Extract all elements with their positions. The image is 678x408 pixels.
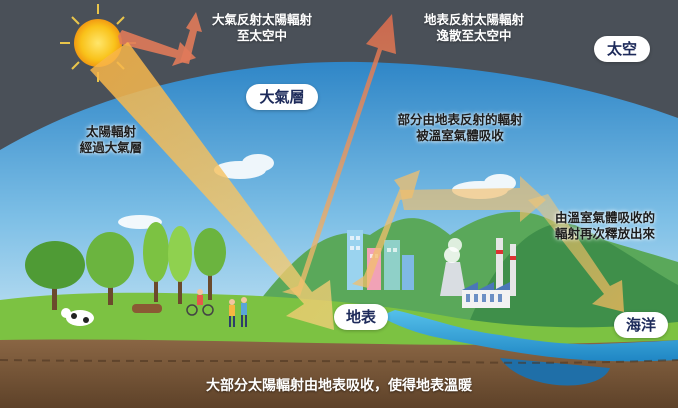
surface-reflection-line-2: 逸散至太空中 (436, 28, 512, 43)
reemitted-radiation-arrow (528, 194, 624, 312)
people (186, 289, 247, 327)
atmosphere-label: 大氣層 (246, 84, 318, 110)
ghg-absorbed-arrow-right (400, 176, 546, 222)
surface-warming-caption: 大部分太陽輻射由地表吸收，使得地表溫暖 (206, 378, 472, 394)
soil-line (0, 359, 678, 364)
soil-layer (0, 339, 678, 408)
surface-reflection-text: 地表反射太陽輻射 逸散至太空中 (400, 12, 548, 44)
underground-water (500, 358, 610, 386)
atmosphere-reflection-text: 大氣反射太陽輻射 至太空中 (196, 12, 328, 44)
re-emitted-line-2: 輻射再次釋放出來 (554, 226, 655, 241)
factory (440, 238, 516, 308)
surface-label: 地表 (334, 304, 388, 330)
re-emitted-line-1: 由溫室氣體吸收的 (554, 210, 655, 225)
absorbed-by-ghg-line-1: 部分由地表反射的輻射 (397, 112, 523, 127)
absorbed-by-ghg-line-2: 被溫室氣體吸收 (416, 128, 504, 143)
river (380, 310, 678, 362)
space-label: 太空 (594, 36, 650, 62)
solar-through-atmosphere-text: 太陽輻射 經過大氣層 (66, 124, 156, 156)
ocean-label: 海洋 (614, 312, 668, 338)
log (132, 304, 162, 313)
solar-radiation-arrow (90, 42, 334, 330)
atmosphere-reflection-line-1: 大氣反射太陽輻射 (211, 12, 312, 27)
solar-through-atmosphere-line-1: 太陽輻射 (85, 124, 136, 139)
atmosphere-reflection-arrow (118, 30, 196, 66)
re-emitted-text: 由溫室氣體吸收的 輻射再次釋放出來 (540, 210, 670, 242)
solar-through-atmosphere-line-2: 經過大氣層 (79, 140, 143, 155)
cow (61, 308, 94, 326)
absorbed-by-ghg-text: 部分由地表反射的輻射 被溫室氣體吸收 (380, 112, 540, 144)
mountains-right (470, 223, 678, 330)
atmosphere-reflection-arrow-up (180, 12, 202, 64)
surface-reflection-arrow (282, 14, 396, 296)
trees (25, 222, 226, 310)
atmosphere-reflection-line-2: 至太空中 (236, 28, 287, 43)
surface-reflection-line-1: 地表反射太陽輻射 (423, 12, 524, 27)
